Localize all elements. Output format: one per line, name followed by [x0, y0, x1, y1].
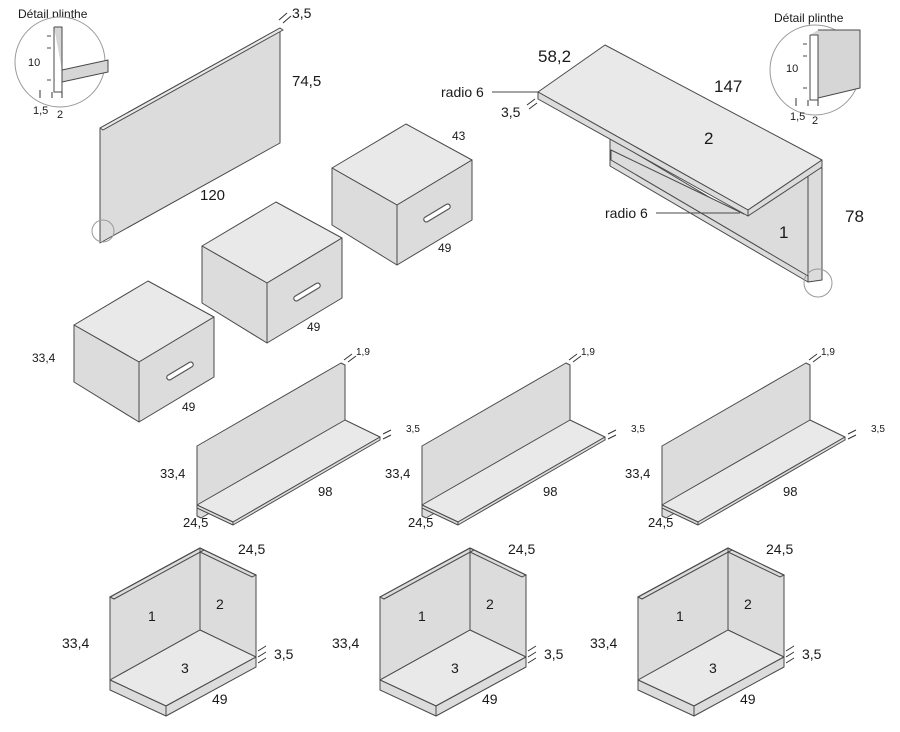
- detail-dim-a: 10: [786, 63, 798, 75]
- desk-thickness: 3,5: [501, 104, 521, 120]
- detail-panel: [54, 26, 109, 83]
- corner-depth: 24,5: [508, 541, 535, 557]
- detail-dim-c: 2: [812, 115, 818, 127]
- desk-height: 78: [845, 207, 864, 226]
- corner-part-number: 3: [181, 660, 189, 676]
- shelf-base-edge: [421, 436, 606, 526]
- corner-part-number: 1: [148, 608, 156, 624]
- shelf-base-thickness: 3,5: [406, 424, 420, 435]
- nightstand-depth: 43: [452, 129, 466, 143]
- wall-shelf: 1,9 3,5 33,4 24,5 98: [385, 347, 645, 530]
- nightstand-width: 49: [182, 400, 196, 414]
- corner-base-edge: [109, 656, 257, 717]
- corner-width: 49: [740, 691, 756, 707]
- corner-part-number: 2: [216, 596, 224, 612]
- wall-shelf: 1,9 3,5 33,4 24,5 98: [160, 347, 420, 530]
- corner-depth: 24,5: [766, 541, 793, 557]
- headboard-width: 120: [200, 187, 225, 204]
- shelf-width: 98: [783, 484, 797, 499]
- shelf-depth: 24,5: [183, 515, 208, 530]
- headboard-panel: 3,5 74,5 120: [91, 5, 321, 244]
- shelf-width: 98: [543, 484, 557, 499]
- shelf-base-edge: [196, 436, 381, 526]
- nightstand-height: 33,4: [32, 351, 56, 365]
- plinth-detail-marker: [803, 268, 833, 298]
- nightstand-width: 49: [438, 241, 452, 255]
- corner-width: 49: [212, 691, 228, 707]
- corner-height: 33,4: [590, 635, 617, 651]
- corner-part-number: 3: [709, 660, 717, 676]
- shelf-base-thickness: 3,5: [631, 424, 645, 435]
- corner-base-edge: [379, 656, 527, 717]
- plinth-detail-marker: [91, 219, 115, 243]
- corner-width: 49: [482, 691, 498, 707]
- headboard-height: 74,5: [292, 73, 321, 90]
- desk-radius-label: radio 6: [441, 84, 484, 100]
- shelf-thickness: 1,9: [581, 347, 595, 358]
- corner-height: 33,4: [62, 635, 89, 651]
- shelf-depth: 24,5: [408, 515, 433, 530]
- corner-part-number: 2: [486, 596, 494, 612]
- corner-unit: 24,5 33,4 3,5 49 1 2 3: [62, 541, 294, 717]
- shelf-height: 33,4: [160, 466, 185, 481]
- detail-title: Détail plinthe: [774, 11, 844, 25]
- nightstand: 43 49: [331, 123, 473, 266]
- headboard-front: [99, 27, 281, 244]
- corner-unit: 24,5 33,4 3,5 49 1 2 3: [332, 541, 564, 717]
- corner-thickness: 3,5: [802, 646, 822, 662]
- desk-top-side-edge: [747, 159, 823, 217]
- corner-base-edge: [637, 656, 785, 717]
- shelf-thickness: 1,9: [356, 347, 370, 358]
- nightstand: 49: [201, 201, 343, 344]
- desk-part-number: 1: [779, 223, 788, 242]
- nightstand-width: 49: [307, 320, 321, 334]
- detail-dim-b: 1,5: [790, 111, 805, 123]
- shelf-thickness: 1,9: [821, 347, 835, 358]
- shelf-height: 33,4: [625, 466, 650, 481]
- detail-dim-b: 1,5: [33, 105, 48, 117]
- desk: 58,2 147 78 radio 6 3,5 radio 6 2 1: [441, 44, 864, 298]
- corner-part-number: 1: [676, 608, 684, 624]
- desk-length: 147: [714, 77, 742, 96]
- drawer-handle: [166, 361, 194, 381]
- plinth-detail-left: Détail plinthe 10 1,5 2: [14, 7, 109, 121]
- corner-depth: 24,5: [238, 541, 265, 557]
- shelf-height: 33,4: [385, 466, 410, 481]
- shelf-width: 98: [318, 484, 332, 499]
- desk-part-number: 2: [704, 129, 713, 148]
- corner-thickness: 3,5: [544, 646, 564, 662]
- headboard-thickness: 3,5: [292, 5, 312, 21]
- corner-unit: 24,5 33,4 3,5 49 1 2 3: [590, 541, 822, 717]
- drawer-handle: [293, 282, 321, 302]
- shelf-base-thickness: 3,5: [871, 424, 885, 435]
- wall-shelf: 1,9 3,5 33,4 24,5 98: [625, 347, 885, 530]
- nightstand: 33,4 49: [32, 280, 215, 423]
- detail-panel: [810, 29, 861, 99]
- headboard-top-edge: [99, 27, 284, 131]
- desk-depth: 58,2: [538, 47, 571, 66]
- corner-thickness: 3,5: [274, 646, 294, 662]
- shelf-base-edge: [661, 436, 846, 526]
- desk-leg-edge: [807, 167, 823, 283]
- corner-part-number: 2: [744, 596, 752, 612]
- corner-part-number: 3: [451, 660, 459, 676]
- detail-dim-a: 10: [28, 57, 40, 69]
- plinth-detail-right: Détail plinthe 10 1,5 2: [769, 11, 861, 127]
- corner-part-number: 1: [418, 608, 426, 624]
- shelf-depth: 24,5: [648, 515, 673, 530]
- desk-radius-label: radio 6: [605, 205, 648, 221]
- corner-height: 33,4: [332, 635, 359, 651]
- detail-dim-c: 2: [57, 109, 63, 121]
- drawer-handle: [423, 203, 451, 223]
- detail-title: Détail plinthe: [18, 7, 88, 21]
